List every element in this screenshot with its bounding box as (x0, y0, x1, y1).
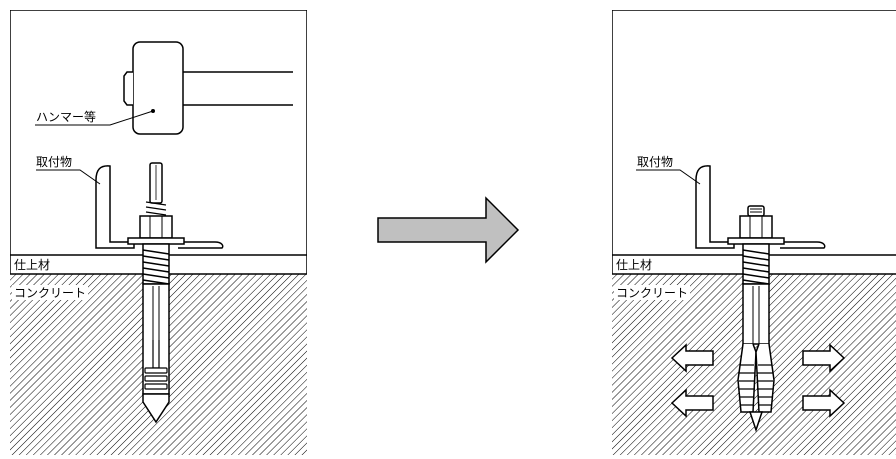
before-panel: ハンマー等 取付物 (10, 10, 307, 455)
finish-label: 仕上材 (616, 258, 652, 272)
hammer-icon (123, 41, 293, 135)
right-arrow-icon (802, 388, 846, 418)
left-arrow-icon (670, 388, 714, 418)
after-panel: 取付物 (612, 10, 896, 455)
right-arrow-icon (802, 343, 846, 373)
hammer-leader (35, 110, 154, 126)
anchor-bolt-after (727, 205, 785, 433)
finish-label: 仕上材 (14, 258, 50, 272)
right-arrow-icon (377, 196, 520, 264)
anchor-bolt-before (127, 162, 185, 424)
fixture-leader (636, 169, 701, 185)
hammer-label: ハンマー等 (36, 110, 96, 124)
concrete-label: コンクリート (14, 286, 86, 300)
concrete-label: コンクリート (616, 286, 688, 300)
fixture-label: 取付物 (637, 155, 673, 169)
left-arrow-icon (670, 343, 714, 373)
fixture-bracket (95, 165, 224, 249)
fixture-bracket (695, 165, 826, 249)
expansion-arrows (670, 343, 846, 418)
fixture-leader (36, 169, 101, 185)
fixture-label: 取付物 (36, 155, 72, 169)
